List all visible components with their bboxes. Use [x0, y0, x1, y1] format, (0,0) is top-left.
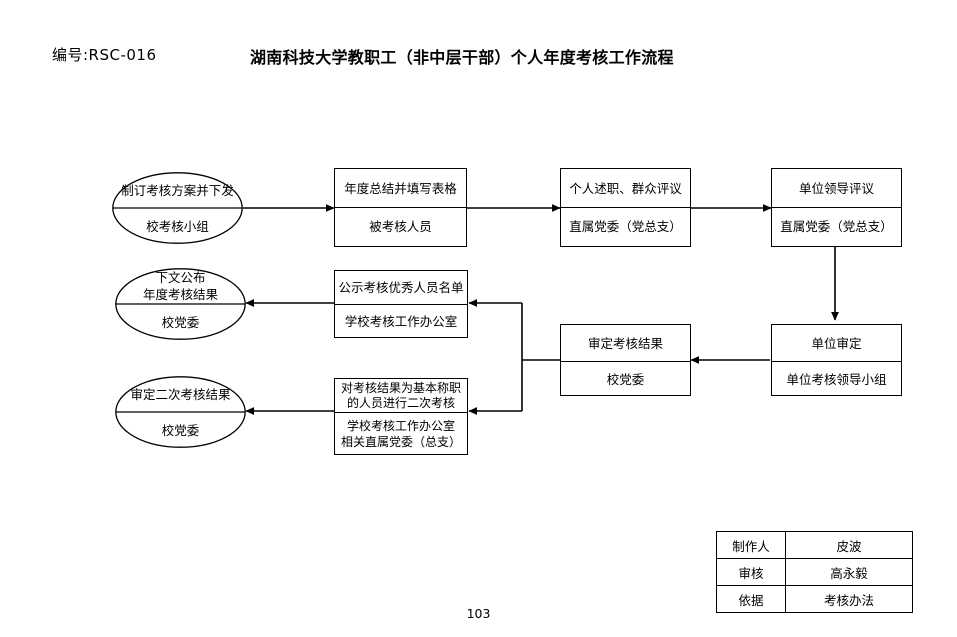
table-cell-value: 皮波: [785, 531, 913, 559]
text-line: 校考核小组: [146, 218, 209, 234]
node-top-text: 下文公布 年度考核结果: [115, 268, 246, 304]
signature-table: 制作人 皮波 审核 高永毅 依据 考核办法: [716, 531, 913, 613]
document-code: 编号:RSC-016: [52, 46, 157, 64]
node-top-text: 单位领导评议: [772, 169, 901, 207]
node-top-text: 对考核结果为基本称职 的人员进行二次考核: [335, 379, 467, 412]
text-line: 制订考核方案并下发: [121, 182, 234, 198]
node-unit-approval[interactable]: 单位审定 单位考核领导小组: [771, 324, 902, 396]
node-draft-plan[interactable]: 制订考核方案并下发 校考核小组: [112, 172, 243, 244]
text-line: 相关直属党委（总支）: [340, 435, 461, 449]
node-second-assessment[interactable]: 对考核结果为基本称职 的人员进行二次考核 学校考核工作办公室 相关直属党委（总支…: [334, 378, 468, 455]
node-divider: [772, 361, 901, 362]
text-line: 年度考核结果: [142, 287, 218, 302]
text-line: 直属党委（党总支）: [569, 218, 682, 234]
text-line: 校党委: [161, 314, 200, 330]
node-divider: [772, 207, 901, 208]
node-top-text: 个人述职、群众评议: [561, 169, 690, 207]
node-bottom-text: 校党委: [115, 412, 246, 448]
node-publicize-excellent-list[interactable]: 公示考核优秀人员名单 学校考核工作办公室: [334, 270, 468, 338]
text-line: 单位审定: [811, 335, 862, 351]
node-divider: [335, 304, 467, 305]
text-line: 被考核人员: [369, 218, 432, 234]
text-line: 校党委: [606, 371, 645, 387]
table-row: 依据 考核办法: [716, 585, 913, 613]
node-bottom-text: 单位考核领导小组: [772, 361, 901, 397]
table-row: 审核 高永毅: [716, 558, 913, 586]
node-top-text: 公示考核优秀人员名单: [335, 271, 467, 304]
node-top-text: 审定二次考核结果: [115, 376, 246, 412]
node-annual-summary[interactable]: 年度总结并填写表格 被考核人员: [334, 168, 467, 247]
node-top-text: 审定考核结果: [561, 325, 690, 361]
text-line: 单位考核领导小组: [786, 371, 887, 387]
text-line: 学校考核工作办公室: [344, 314, 458, 329]
text-line: 对考核结果为基本称职: [340, 380, 461, 395]
text-line: 单位领导评议: [798, 180, 874, 196]
node-top-text: 年度总结并填写表格: [335, 169, 466, 207]
text-line: 学校考核工作办公室: [346, 419, 455, 433]
node-divider: [335, 207, 466, 208]
table-row: 制作人 皮波: [716, 531, 913, 559]
text-line: 审定考核结果: [587, 335, 663, 351]
node-final-approval[interactable]: 审定考核结果 校党委: [560, 324, 691, 396]
table-cell-value: 高永毅: [785, 558, 913, 586]
node-approve-second-assessment[interactable]: 审定二次考核结果 校党委: [115, 376, 246, 448]
text-line: 个人述职、群众评议: [569, 180, 682, 196]
node-divider: [561, 207, 690, 208]
text-line: 审定二次考核结果: [130, 386, 231, 402]
text-line: 的人员进行二次考核: [346, 395, 455, 410]
node-bottom-text: 学校考核工作办公室: [335, 304, 467, 339]
text-line: 年度总结并填写表格: [344, 180, 457, 196]
text-line: 下文公布: [155, 270, 206, 285]
node-divider: [335, 412, 467, 413]
node-self-report-review[interactable]: 个人述职、群众评议 直属党委（党总支）: [560, 168, 691, 247]
node-bottom-text: 学校考核工作办公室 相关直属党委（总支）: [335, 412, 467, 456]
node-leader-review[interactable]: 单位领导评议 直属党委（党总支）: [771, 168, 902, 247]
text-line: 校党委: [161, 422, 200, 438]
table-cell-value: 考核办法: [785, 585, 913, 613]
page-number: 103: [466, 606, 491, 621]
node-bottom-text: 校党委: [561, 361, 690, 397]
node-publish-results[interactable]: 下文公布 年度考核结果 校党委: [115, 268, 246, 340]
node-divider: [561, 361, 690, 362]
table-cell-label: 审核: [716, 558, 786, 586]
node-bottom-text: 被考核人员: [335, 207, 466, 245]
node-bottom-text: 直属党委（党总支）: [772, 207, 901, 245]
table-cell-label: 制作人: [716, 531, 786, 559]
node-bottom-text: 校考核小组: [112, 208, 243, 244]
text-line: 直属党委（党总支）: [780, 218, 893, 234]
node-top-text: 制订考核方案并下发: [112, 172, 243, 208]
node-bottom-text: 校党委: [115, 304, 246, 340]
table-cell-label: 依据: [716, 585, 786, 613]
text-line: 公示考核优秀人员名单: [338, 280, 464, 295]
node-bottom-text: 直属党委（党总支）: [561, 207, 690, 245]
node-top-text: 单位审定: [772, 325, 901, 361]
page-title: 湖南科技大学教职工（非中层干部）个人年度考核工作流程: [250, 48, 674, 67]
